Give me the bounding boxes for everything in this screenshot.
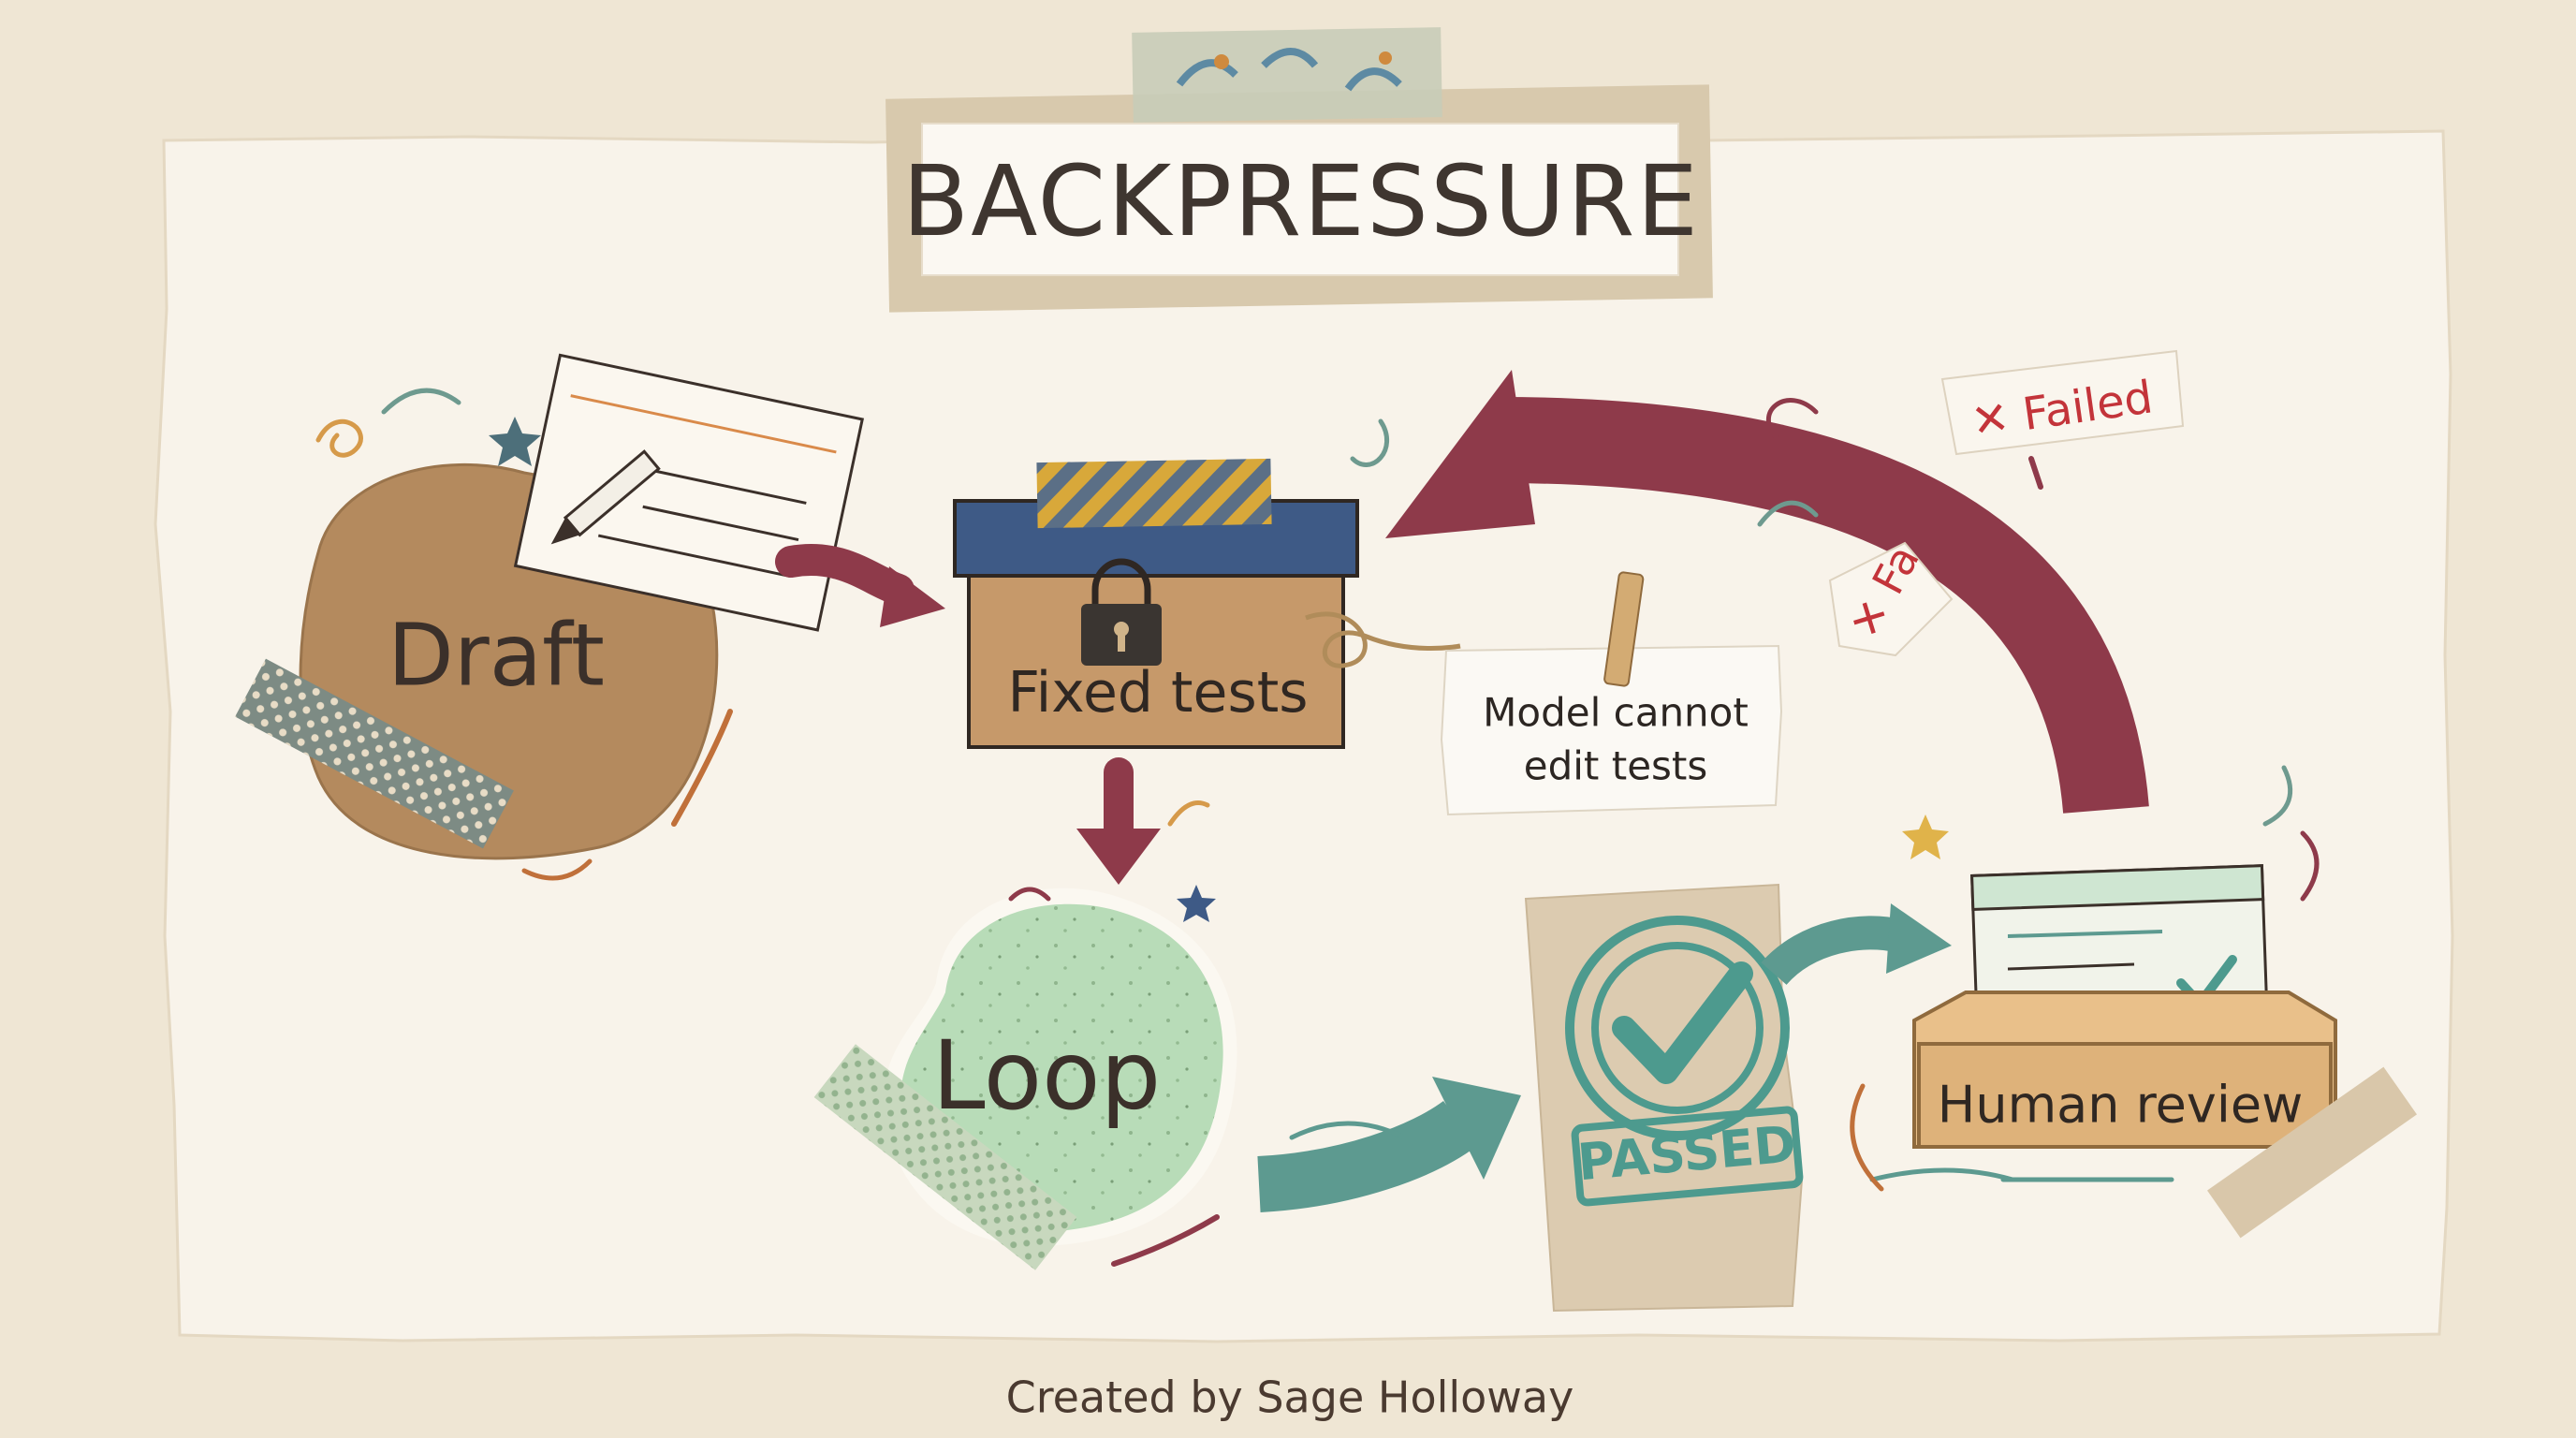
page-title: BACKPRESSURE (901, 143, 1701, 258)
arrow-loop-to-passed (1257, 1077, 1521, 1212)
loop-node (813, 888, 1237, 1270)
passed-node (1524, 883, 1804, 1313)
padlock-icon (1081, 558, 1162, 666)
draft-node (235, 353, 865, 860)
title-plate (886, 27, 1713, 313)
note-text: Model cannot edit tests (1483, 689, 1749, 788)
fixed-tests-node (953, 458, 1461, 749)
failed-tag-2 (1828, 541, 1954, 657)
loop-label: Loop (931, 1020, 1162, 1132)
arrow-failed-feedback (1385, 370, 2149, 814)
arrow-tests-to-loop (1076, 757, 1161, 885)
arrow-draft-to-tests (775, 544, 945, 627)
clothespin-icon (1603, 571, 1645, 687)
draft-label: Draft (388, 605, 605, 706)
arrow-passed-to-review (1761, 903, 1952, 986)
note-tag (1440, 571, 1783, 816)
decorative-doodles (315, 388, 2320, 1267)
human-review-node (1912, 864, 2417, 1239)
human-review-label: Human review (1937, 1075, 2304, 1135)
passed-stamp (1565, 916, 1804, 1207)
credit-text: Created by Sage Holloway (1005, 1372, 1574, 1423)
pencil-icon (550, 449, 661, 545)
checkmark-icon (1612, 961, 1753, 1084)
decorative-stars (489, 417, 1949, 922)
fixed-tests-label: Fixed tests (1007, 660, 1309, 726)
failed-tag-1 (1940, 349, 2185, 456)
